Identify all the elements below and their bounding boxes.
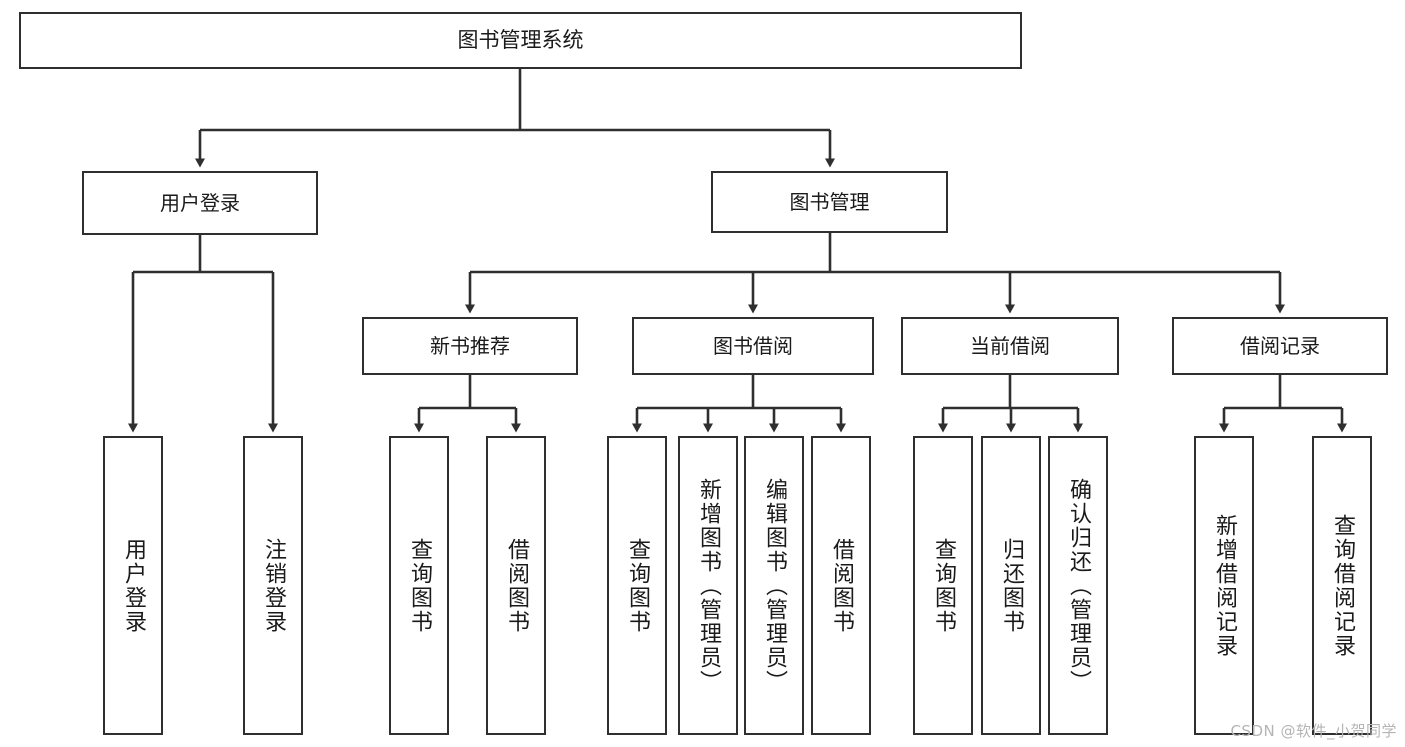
node-book-borrow[interactable]: 图书借阅 [632, 317, 874, 375]
leaf-borrow-book[interactable]: 借阅图书 [811, 436, 871, 735]
node-new-book-recommend[interactable]: 新书推荐 [362, 317, 578, 375]
leaf-edit-book-admin-label: 编辑图书（管理员） [762, 477, 787, 694]
leaf-add-borrow-record[interactable]: 新增借阅记录 [1194, 436, 1254, 735]
leaf-user-login-label: 用户登录 [121, 537, 146, 634]
leaf-confirm-return-admin-label: 确认归还（管理员） [1066, 477, 1091, 694]
leaf-add-borrow-record-label: 新增借阅记录 [1212, 513, 1237, 658]
leaf-query-book-recommend-label: 查询图书 [407, 537, 432, 634]
node-user-login[interactable]: 用户登录 [82, 171, 318, 235]
leaf-return-book-label: 归还图书 [999, 537, 1024, 634]
leaf-query-book-current-label: 查询图书 [931, 537, 956, 634]
node-user-login-label: 用户登录 [160, 190, 240, 215]
node-new-book-recommend-label: 新书推荐 [430, 333, 510, 358]
leaf-add-book-admin[interactable]: 新增图书（管理员） [678, 436, 738, 735]
leaf-add-book-admin-label: 新增图书（管理员） [696, 477, 721, 694]
node-borrow-record-label: 借阅记录 [1240, 333, 1320, 358]
leaf-query-book-borrow-label: 查询图书 [625, 537, 650, 634]
leaf-borrow-book-recommend[interactable]: 借阅图书 [486, 436, 546, 735]
leaf-return-book[interactable]: 归还图书 [981, 436, 1041, 735]
node-root-label: 图书管理系统 [457, 27, 584, 52]
leaf-borrow-book-recommend-label: 借阅图书 [504, 537, 529, 634]
node-root[interactable]: 图书管理系统 [19, 12, 1022, 69]
leaf-query-book-current[interactable]: 查询图书 [913, 436, 973, 735]
leaf-query-book-borrow[interactable]: 查询图书 [607, 436, 667, 735]
leaf-query-book-recommend[interactable]: 查询图书 [389, 436, 449, 735]
leaf-logout[interactable]: 注销登录 [243, 436, 303, 735]
watermark: CSDN @软件_小贺同学 [1230, 722, 1397, 740]
leaf-user-login[interactable]: 用户登录 [103, 436, 163, 735]
node-book-management-label: 图书管理 [789, 189, 870, 214]
leaf-query-borrow-record-label: 查询借阅记录 [1330, 513, 1355, 658]
leaf-query-borrow-record[interactable]: 查询借阅记录 [1312, 436, 1372, 735]
leaf-confirm-return-admin[interactable]: 确认归还（管理员） [1048, 436, 1108, 735]
leaf-edit-book-admin[interactable]: 编辑图书（管理员） [744, 436, 804, 735]
node-current-borrow[interactable]: 当前借阅 [901, 317, 1119, 375]
leaf-borrow-book-label: 借阅图书 [829, 537, 854, 634]
leaf-logout-label: 注销登录 [261, 537, 286, 634]
node-book-borrow-label: 图书借阅 [713, 333, 793, 358]
node-current-borrow-label: 当前借阅 [970, 333, 1050, 358]
node-book-management[interactable]: 图书管理 [711, 171, 948, 233]
node-borrow-record[interactable]: 借阅记录 [1172, 317, 1388, 375]
